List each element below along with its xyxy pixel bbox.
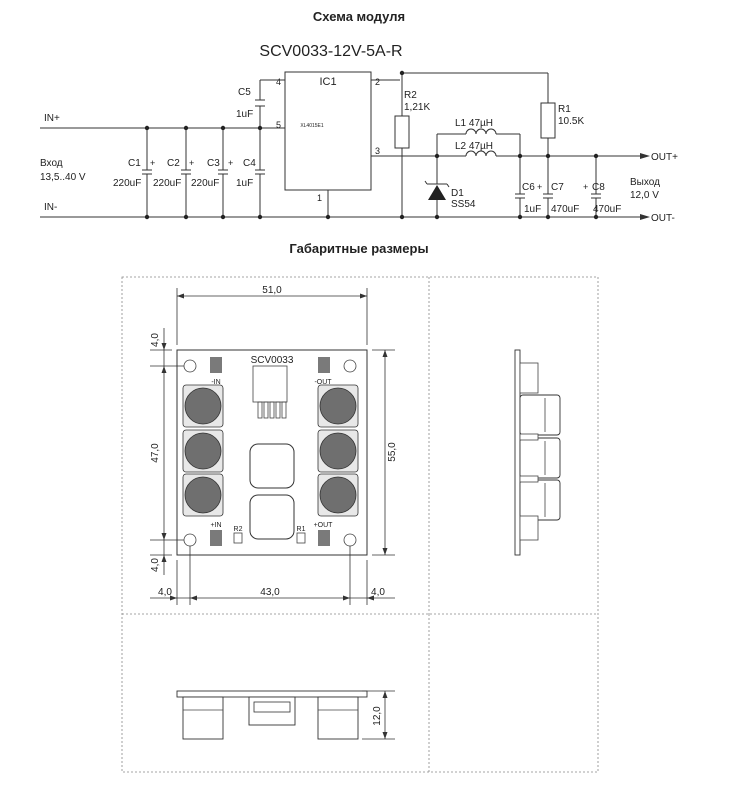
schematic-wires xyxy=(40,72,650,220)
r1-body xyxy=(540,102,556,139)
c1-plus: + xyxy=(150,158,155,168)
c6-plus: + xyxy=(537,182,542,192)
input-caption: Вход xyxy=(40,158,63,169)
silk-r1: R1 xyxy=(297,526,306,533)
resistor-r2 xyxy=(233,532,243,544)
dim-margin-right: 4,0 xyxy=(371,587,385,598)
ic1-label: IC1 xyxy=(319,76,336,88)
c1-value: 220uF xyxy=(113,178,141,189)
output-capacitors xyxy=(515,156,601,217)
r1-name: R1 xyxy=(558,104,571,115)
pin-2: 2 xyxy=(375,77,380,87)
silk-out-minus: -OUT xyxy=(314,379,332,386)
dim-hole-span-h: 43,0 xyxy=(260,587,280,598)
silk-in-plus: +IN xyxy=(210,522,221,529)
silk-r2: R2 xyxy=(234,526,243,533)
ic1-part: XL4015E1 xyxy=(300,123,324,129)
out-minus-label: OUT- xyxy=(651,213,675,224)
c2-plus: + xyxy=(189,158,194,168)
l1-coil xyxy=(465,128,497,135)
c2-value: 220uF xyxy=(153,178,181,189)
dim-margin-bottom: 4,0 xyxy=(150,558,161,572)
view-frames xyxy=(121,276,599,773)
thickness-dimension xyxy=(362,690,395,740)
silk-in-minus: -IN xyxy=(211,379,220,386)
out-plus-label: OUT+ xyxy=(651,152,678,163)
c7-value: 470uF xyxy=(551,204,579,215)
c6-value: 1uF xyxy=(524,204,541,215)
pin-4: 4 xyxy=(276,77,281,87)
dimensions-heading: Габаритные размеры xyxy=(289,241,428,256)
c8-plus: + xyxy=(583,182,588,192)
c8-name: C8 xyxy=(592,182,605,193)
c6-name: C6 xyxy=(522,182,535,193)
dim-margin-left: 4,0 xyxy=(158,587,172,598)
input-capacitors xyxy=(142,99,265,217)
schematic-heading: Схема модуля xyxy=(313,9,405,24)
l1-label: L1 47µH xyxy=(455,118,493,129)
d1-diode xyxy=(424,180,450,200)
r1-value: 10.5K xyxy=(558,116,584,127)
ic1-body xyxy=(284,71,372,191)
dim-height: 55,0 xyxy=(387,442,398,462)
output-voltage: 12,0 V xyxy=(630,190,659,201)
pad-in-plus xyxy=(210,530,222,546)
resistor-r1 xyxy=(296,532,306,544)
c8-value: 470uF xyxy=(593,204,621,215)
c5-value: 1uF xyxy=(236,109,253,120)
output-caption: Выход xyxy=(630,177,660,188)
dim-thickness: 12,0 xyxy=(372,706,383,726)
dim-margin-top: 4,0 xyxy=(150,333,161,347)
pad-out-minus xyxy=(318,357,330,373)
r2-body xyxy=(394,115,410,149)
d1-name: D1 xyxy=(451,188,464,199)
c3-name: C3 xyxy=(207,158,220,169)
pin-1: 1 xyxy=(317,193,322,203)
c7-name: C7 xyxy=(551,182,564,193)
pin-5: 5 xyxy=(276,120,281,130)
silk-out-plus: +OUT xyxy=(314,522,334,529)
board-front-view xyxy=(176,690,368,740)
input-range: 13,5..40 V xyxy=(40,172,86,183)
c3-value: 220uF xyxy=(191,178,219,189)
in-minus-label: IN- xyxy=(44,202,57,213)
c1-name: C1 xyxy=(128,158,141,169)
dimension-lines xyxy=(150,288,395,605)
l2-label: L2 47µH xyxy=(455,141,493,152)
c4-value: 1uF xyxy=(236,178,253,189)
d1-value: SS54 xyxy=(451,199,476,210)
mounting-hole xyxy=(343,359,357,373)
r2-name: R2 xyxy=(404,90,417,101)
pad-out-plus xyxy=(318,530,330,546)
board-side-view xyxy=(514,349,561,556)
pad-in-minus xyxy=(210,357,222,373)
inductor xyxy=(249,443,295,489)
r2-value: 1,21K xyxy=(404,102,430,113)
c5-name: C5 xyxy=(238,87,251,98)
junction-dots xyxy=(144,70,599,220)
dim-hole-span-v: 47,0 xyxy=(150,443,161,463)
pin-3: 3 xyxy=(375,146,380,156)
c4-name: C4 xyxy=(243,158,256,169)
board-top-view xyxy=(176,349,368,556)
inductor xyxy=(249,494,295,540)
board-label: SCV0033 xyxy=(251,355,294,366)
in-plus-label: IN+ xyxy=(44,113,60,124)
module-model: SCV0033-12V-5A-R xyxy=(259,43,402,60)
dim-width: 51,0 xyxy=(262,285,282,296)
l2-coil xyxy=(465,150,497,157)
c3-plus: + xyxy=(228,158,233,168)
c2-name: C2 xyxy=(167,158,180,169)
